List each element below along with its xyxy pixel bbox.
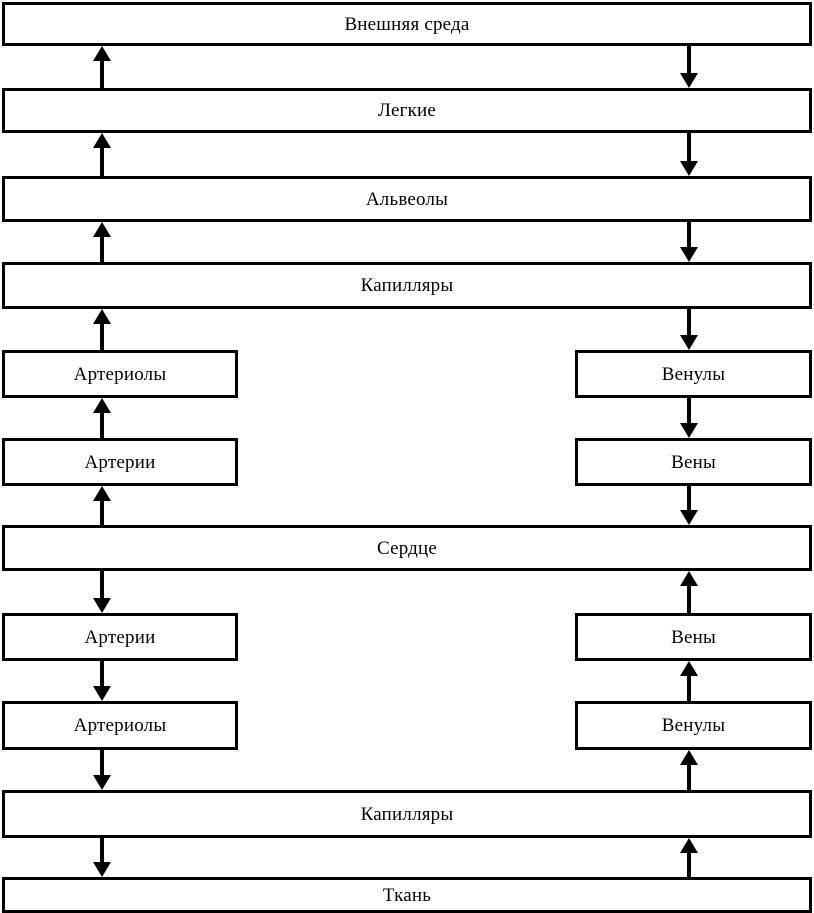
arrow-shaft (687, 849, 691, 877)
arrow-venuleslung-to-veinslung-icon (680, 398, 698, 438)
arrow-head-down-icon (680, 423, 698, 438)
arrow-head-down-icon (680, 73, 698, 88)
arrow-head-up-icon (680, 571, 698, 586)
node-label: Ткань (382, 884, 432, 906)
node-label: Легкие (377, 100, 436, 121)
arrow-shaft (100, 661, 104, 690)
node-arterioles-lung: Артериолы (2, 350, 238, 398)
node-external-environment: Внешняя среда (2, 2, 812, 46)
arrow-venulesbody-to-veinsbody-icon (680, 661, 698, 701)
arrow-head-up-icon (93, 398, 111, 413)
arrow-head-up-icon (680, 750, 698, 765)
arrow-lungs-to-alveoli-icon (680, 133, 698, 176)
node-label: Капилляры (360, 275, 454, 296)
node-label: Венулы (661, 715, 726, 736)
node-capillaries-tissue: Капилляры (2, 790, 812, 838)
arrow-shaft (100, 57, 104, 88)
node-label: Артерии (84, 451, 156, 473)
arrow-shaft (687, 46, 691, 77)
node-lungs: Легкие (2, 88, 812, 133)
arrow-external-to-lungs-icon (680, 46, 698, 88)
node-heart: Сердце (2, 525, 812, 571)
arrow-arteriolebody-to-captissue-icon (93, 750, 111, 790)
node-capillaries-lung: Капилляры (2, 262, 812, 309)
node-veins-lung: Вены (575, 438, 812, 486)
node-label: Вены (671, 626, 716, 648)
arrow-veinslung-to-heart-icon (680, 486, 698, 525)
arrow-heart-to-arterieslung-icon (93, 486, 111, 525)
node-venules-lung: Венулы (575, 350, 812, 398)
arrow-shaft (100, 320, 104, 350)
arrow-head-down-icon (93, 862, 111, 877)
arrow-head-down-icon (680, 247, 698, 262)
arrow-shaft (100, 144, 104, 176)
arrow-caplung-to-venuleslung-icon (680, 309, 698, 350)
arrow-alveoli-to-caplung-icon (680, 222, 698, 262)
node-label: Внешняя среда (344, 13, 470, 35)
arrow-shaft (100, 497, 104, 525)
node-arteries-lung: Артерии (2, 438, 238, 486)
arrow-shaft (687, 309, 691, 339)
arrow-shaft (687, 133, 691, 165)
node-label: Артериолы (73, 363, 167, 385)
arrow-lungs-to-external-icon (93, 46, 111, 88)
arrow-shaft (687, 672, 691, 701)
arrow-arterieslung-to-arteriolelung-icon (93, 398, 111, 438)
arrow-captissue-to-venulesbody-icon (680, 750, 698, 790)
arrow-shaft (687, 582, 691, 613)
node-arteries-body: Артерии (2, 613, 238, 661)
node-label: Капилляры (360, 803, 454, 825)
arrow-shaft (687, 486, 691, 514)
arrow-shaft (687, 398, 691, 427)
arrow-shaft (100, 571, 104, 602)
arrow-head-up-icon (93, 486, 111, 501)
arrow-head-up-icon (93, 222, 111, 237)
arrow-shaft (687, 761, 691, 790)
arrow-veinsbody-to-heart-icon (680, 571, 698, 613)
arrow-shaft (100, 409, 104, 438)
arrow-tissue-to-captissue-icon (680, 838, 698, 877)
arrow-head-up-icon (680, 661, 698, 676)
node-tissue: Ткань (2, 877, 812, 913)
node-label: Вены (671, 451, 716, 473)
arrow-head-down-icon (680, 335, 698, 350)
arrow-captissue-to-tissue-icon (93, 838, 111, 877)
arrow-head-up-icon (680, 838, 698, 853)
arrow-head-up-icon (93, 309, 111, 324)
node-veins-body: Вены (575, 613, 812, 661)
arrow-caplung-to-alveoli-icon (93, 222, 111, 262)
arrow-head-up-icon (93, 46, 111, 61)
arrow-head-down-icon (93, 775, 111, 790)
node-label: Венулы (661, 363, 726, 385)
arrow-alveoli-to-lungs-icon (93, 133, 111, 176)
node-label: Артериолы (73, 715, 167, 736)
node-arterioles-body: Артериолы (2, 701, 238, 750)
arrow-head-down-icon (680, 510, 698, 525)
node-label: Сердце (376, 537, 438, 559)
arrow-head-down-icon (680, 161, 698, 176)
arrow-head-down-icon (93, 686, 111, 701)
arrow-head-up-icon (93, 133, 111, 148)
node-label: Альвеолы (365, 188, 449, 210)
arrow-shaft (100, 750, 104, 779)
arrow-shaft (687, 222, 691, 251)
node-venules-body: Венулы (575, 701, 812, 750)
arrow-heart-to-arteriesbody-icon (93, 571, 111, 613)
node-label: Артерии (84, 626, 156, 648)
arrow-head-down-icon (93, 598, 111, 613)
arrow-shaft (100, 838, 104, 866)
node-alveoli: Альвеолы (2, 176, 812, 222)
arrow-arteriolelung-to-caplung-icon (93, 309, 111, 350)
arrow-arteriesbody-to-arteriolebody-icon (93, 661, 111, 701)
arrow-shaft (100, 233, 104, 262)
